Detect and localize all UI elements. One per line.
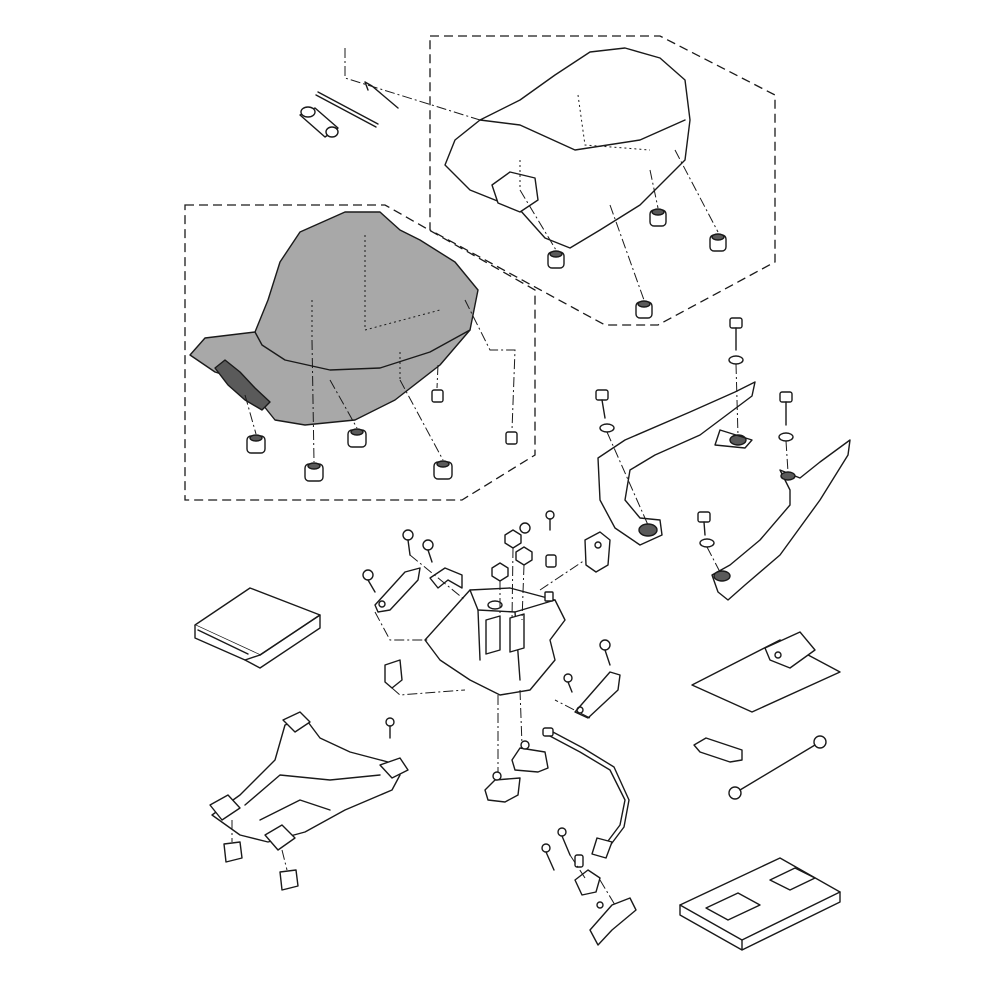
grab-bar-right	[711, 439, 851, 601]
rear-seat-boundary	[429, 35, 776, 326]
tool-kit-case	[679, 857, 841, 951]
rear-seat-damper	[635, 300, 653, 319]
seat-lock-bracket	[424, 587, 566, 696]
rod-tool	[315, 91, 379, 128]
front-seat-boundary	[184, 204, 536, 501]
bolt	[728, 317, 744, 365]
clip	[544, 591, 554, 602]
seat-catch-block	[584, 531, 611, 573]
bolt	[422, 539, 434, 563]
nut	[491, 562, 509, 582]
bolt	[697, 511, 715, 548]
document-pouch	[691, 631, 841, 713]
nut	[519, 522, 531, 534]
grab-bar-left	[597, 381, 756, 546]
bolt	[599, 639, 611, 666]
hook-bracket	[429, 567, 463, 589]
strap-clip	[693, 737, 743, 763]
rear-seat-damper	[547, 250, 565, 269]
seat-base-frame	[209, 711, 409, 851]
helmet-wire	[728, 735, 827, 800]
front-seat-damper	[347, 428, 367, 448]
front-seat-group	[184, 204, 536, 501]
front-seat-damper	[246, 434, 266, 454]
seat-lock-cable	[542, 727, 630, 859]
bracket-clip	[384, 659, 403, 689]
bracket-left	[374, 567, 421, 613]
latch	[511, 740, 549, 773]
front-seat-clip	[505, 431, 518, 445]
owners-manual	[194, 587, 321, 669]
rear-seat-damper	[649, 208, 667, 227]
latch	[484, 771, 521, 803]
lock-mechanism	[541, 827, 637, 946]
screw	[385, 717, 395, 739]
bolt	[362, 569, 376, 593]
rear-seat-group	[299, 35, 776, 326]
bracket-right	[574, 671, 621, 719]
bolt	[402, 529, 414, 556]
bolt	[545, 510, 555, 531]
front-seat-clip	[431, 389, 444, 403]
rear-seat-damper	[709, 233, 727, 252]
front-seat-damper	[304, 462, 324, 482]
frame-damper	[279, 869, 299, 891]
front-seat-grip-pocket	[214, 359, 271, 411]
frame-damper	[223, 841, 243, 863]
nut	[515, 546, 533, 566]
nut	[504, 529, 522, 549]
clip	[545, 554, 557, 568]
cylinder-lock	[299, 106, 339, 138]
front-seat-damper	[433, 460, 453, 480]
rear-seat-grip-pocket	[491, 171, 539, 213]
bolt	[595, 389, 615, 433]
bolt	[778, 391, 794, 442]
bolt	[563, 673, 573, 693]
